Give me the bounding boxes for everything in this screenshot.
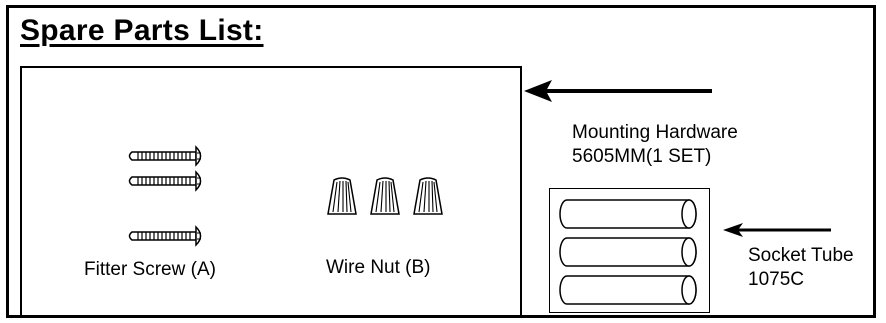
mounting-hardware-code: 5605MM(1 SET)	[572, 146, 712, 167]
fitter-screws	[128, 145, 202, 247]
socket-tube-name: Socket Tube	[748, 245, 854, 266]
parts-box	[20, 66, 522, 318]
spare-parts-frame	[6, 5, 876, 318]
arrow-left-icon	[524, 80, 712, 102]
fitter-screw-label: Fitter Screw (A)	[84, 259, 216, 280]
mounting-hardware-name: Mounting Hardware	[572, 122, 738, 143]
wire-nuts	[327, 177, 443, 215]
socket-tube-icon	[559, 275, 697, 305]
page-title: Spare Parts List:	[20, 14, 264, 47]
socket-tube-box	[549, 188, 710, 313]
screw-icon	[128, 225, 202, 247]
wire-nut-icon	[370, 177, 400, 215]
wire-nut-icon	[413, 177, 443, 215]
socket-tubes	[559, 199, 697, 305]
socket-tube-code: 1075C	[748, 269, 804, 290]
wire-nut-icon	[327, 177, 357, 215]
screw-icon	[128, 145, 202, 167]
socket-tube-icon	[559, 237, 697, 267]
arrow-left-icon	[723, 223, 831, 237]
wire-nut-label: Wire Nut (B)	[326, 257, 431, 278]
screw-icon	[128, 170, 202, 192]
socket-tube-icon	[559, 199, 697, 229]
